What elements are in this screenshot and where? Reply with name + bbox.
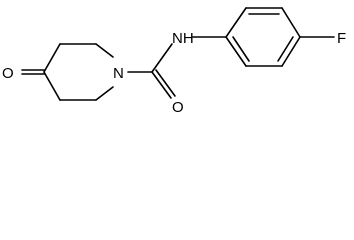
bond-phenyl-inner-2	[277, 36, 294, 62]
atom-label-amide-nh: NH	[172, 30, 194, 47]
atom-label-fluorine: F	[337, 30, 346, 47]
bond-ring-ch2-bottom-n	[95, 86, 114, 101]
bond-carbonyl-nh	[151, 43, 173, 73]
bond-phenyl-inner-3	[232, 36, 250, 62]
atom-label-amide-oxygen: O	[172, 99, 184, 115]
bond-phenyl-1	[225, 7, 247, 38]
atom-label-ring-nitrogen: N	[113, 65, 124, 82]
bond-amide-double-a	[151, 71, 172, 99]
bond-ring-ch2-top-left-c4	[43, 43, 61, 73]
bond-phenyl-6	[225, 36, 247, 67]
bond-amide-double-b	[155, 69, 176, 97]
bond-phenyl-3	[281, 7, 301, 38]
structure-svg: O N NH O F	[2, 7, 346, 115]
bond-ring-n-ch2-top	[95, 43, 114, 58]
bond-phenyl-4	[281, 36, 301, 67]
atom-label-ketone-oxygen: O	[2, 65, 14, 82]
bond-ring-c4-ch2-bottom-left	[43, 71, 61, 101]
molecule-diagram: O N NH O F	[0, 0, 354, 115]
